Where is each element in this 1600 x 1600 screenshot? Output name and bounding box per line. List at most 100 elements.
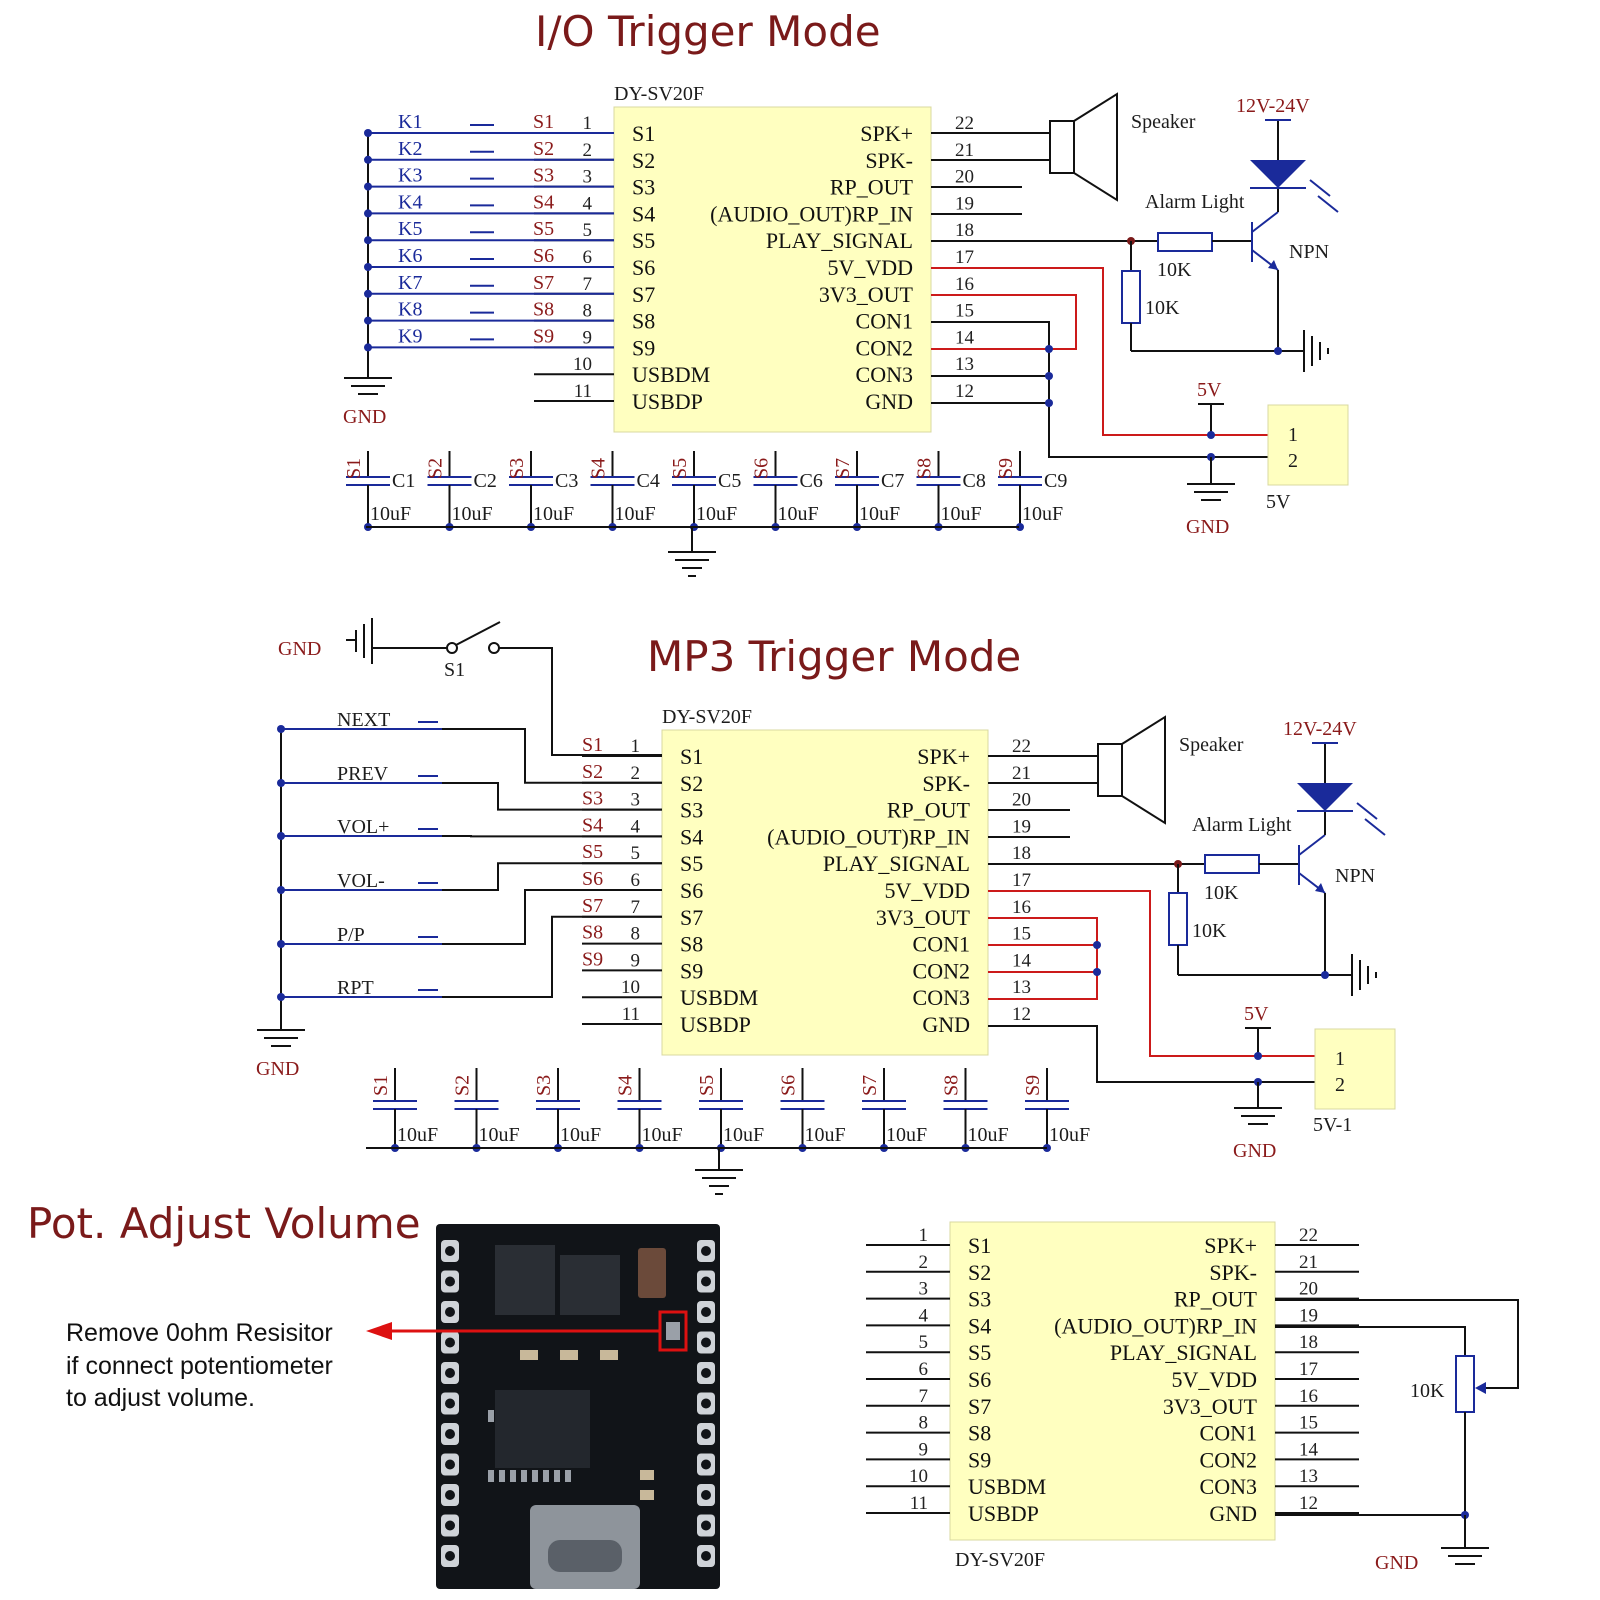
mp3-pin-audio_outrp_in: (AUDIO_OUT)RP_IN [767, 824, 970, 849]
io-pin-5v_vdd: 5V_VDD [827, 255, 913, 280]
io-supply-label: 12V-24V [1236, 95, 1310, 117]
pot-pin-num-11: 11 [910, 1493, 928, 1514]
io-cap-net-s4: S4 [588, 458, 610, 479]
pot-pin-num-14: 14 [1299, 1439, 1319, 1460]
io-pin-spk-: SPK- [865, 148, 913, 173]
io-cap-value: 10uF [1022, 503, 1063, 525]
io-pin-audio_outrp_in: (AUDIO_OUT)RP_IN [710, 201, 913, 226]
mp3-pin-s7: S7 [680, 905, 703, 930]
io-cap-net-s8: S8 [914, 458, 936, 479]
pot-pin-num-9: 9 [919, 1439, 929, 1460]
mp3-pin-s4: S4 [680, 824, 703, 849]
io-net-s9: S9 [533, 325, 554, 347]
io-npn-label: NPN [1289, 241, 1329, 263]
mp3-net-s6: S6 [582, 868, 603, 890]
mp3-pin-num-17: 17 [1012, 870, 1031, 891]
mp3-conn-label: 5V-1 [1313, 1114, 1352, 1136]
io-net-s6: S6 [533, 245, 554, 267]
io-cap-net-s5: S5 [669, 458, 691, 479]
mp3-r1-label: 10K [1204, 882, 1239, 904]
io-pin-rp_out: RP_OUT [830, 175, 914, 200]
io-chip [613, 106, 932, 433]
mp3-pin-num-4: 4 [631, 816, 641, 837]
mp3-pin-num-20: 20 [1012, 790, 1031, 811]
mp3-pin-num-19: 19 [1012, 816, 1031, 837]
pot-pin-spk+: SPK+ [1204, 1233, 1257, 1258]
mp3-net-s5: S5 [582, 841, 603, 863]
pot-gnd-label: GND [1375, 1552, 1418, 1574]
io-net-s2: S2 [533, 138, 554, 160]
mp3-pin-s6: S6 [680, 878, 703, 903]
pot-pin-s6: S6 [968, 1367, 991, 1392]
io-key-k7: K7 [398, 272, 422, 294]
io-pin-num-19: 19 [955, 193, 974, 214]
pot-pin-s2: S2 [968, 1260, 991, 1285]
io-net-s3: S3 [533, 165, 554, 187]
mp3-button-next: NEXT [337, 709, 390, 731]
pot-chip [949, 1221, 1276, 1541]
pot-note-line3: to adjust volume. [66, 1384, 255, 1412]
pot-pin-3v3_out: 3V3_OUT [1163, 1394, 1258, 1419]
io-cap-net-s9: S9 [995, 458, 1017, 479]
mp3-chip-name: DY-SV20F [662, 706, 752, 728]
io-cap-c9: C9 [1044, 470, 1067, 492]
pot-pin-num-2: 2 [919, 1252, 929, 1273]
mp3-pin-num-18: 18 [1012, 843, 1031, 864]
pot-pin-play_signal: PLAY_SIGNAL [1110, 1340, 1257, 1365]
pot-pin-num-15: 15 [1299, 1413, 1318, 1434]
io-gnd-symbol: GND [343, 370, 392, 428]
pot-pin-s4: S4 [968, 1313, 991, 1338]
mp3-conn-gnd-label: GND [1233, 1140, 1276, 1162]
pot-pin-num-18: 18 [1299, 1332, 1318, 1353]
io-pin-usbdm: USBDM [632, 362, 710, 387]
mp3-pin-rp_out: RP_OUT [887, 798, 971, 823]
io-cap-value: 10uF [370, 503, 411, 525]
io-pin-num-10: 10 [573, 354, 592, 375]
io-net-s7: S7 [533, 272, 554, 294]
io-key-k2: K2 [398, 138, 422, 160]
mp3-pin-num-3: 3 [631, 790, 641, 811]
mp3-switch-s1: GND S1 [278, 618, 662, 756]
pot-pin-num-1: 1 [919, 1225, 929, 1246]
mp3-pin-num-6: 6 [631, 870, 641, 891]
mp3-button-vol: VOL- [337, 870, 385, 892]
mp3-pin-play_signal: PLAY_SIGNAL [823, 851, 970, 876]
pot-pin-num-4: 4 [919, 1305, 929, 1326]
io-key-k4: K4 [398, 191, 422, 213]
mp3-pin-s3: S3 [680, 798, 703, 823]
io-conn-label: 5V [1266, 491, 1291, 513]
io-pin-num-21: 21 [955, 140, 974, 161]
mp3-button-vol: VOL+ [337, 816, 389, 838]
mp3-cap-value: 10uF [560, 1124, 601, 1146]
io-pin-num-6: 6 [583, 247, 593, 268]
io-pin-play_signal: PLAY_SIGNAL [766, 228, 913, 253]
mp3-speaker: Speaker [988, 715, 1244, 825]
io-speaker: Speaker [931, 92, 1196, 202]
io-alarm-label: Alarm Light [1145, 191, 1245, 213]
mp3-cap-net-s3: S3 [533, 1075, 555, 1096]
pot-section: Pot. Adjust Volume Remove 0ohm Resisitor… [27, 1199, 1519, 1589]
io-pin-num-9: 9 [583, 327, 593, 348]
mp3-cap-value: 10uF [805, 1124, 846, 1146]
mp3-speaker-label: Speaker [1179, 734, 1244, 756]
mp3-net-s7: S7 [582, 895, 603, 917]
mp3-5v-label: 5V [1244, 1003, 1269, 1025]
io-cap-c8: C8 [963, 470, 986, 492]
mp3-pin-con1: CON1 [913, 932, 970, 957]
mp3-pin-num-7: 7 [631, 897, 641, 918]
io-cap-value: 10uF [859, 503, 900, 525]
mp3-cap-value: 10uF [1049, 1124, 1090, 1146]
io-cap-value: 10uF [696, 503, 737, 525]
io-key-k8: K8 [398, 299, 422, 321]
io-cap-net-s6: S6 [751, 458, 773, 479]
io-cap-value: 10uF [941, 503, 982, 525]
mp3-cap-net-s1: S1 [370, 1075, 392, 1096]
io-cap-value: 10uF [533, 503, 574, 525]
io-gnd-label: GND [343, 406, 386, 428]
io-speaker-label: Speaker [1131, 111, 1196, 133]
pot-pin-num-20: 20 [1299, 1279, 1318, 1300]
